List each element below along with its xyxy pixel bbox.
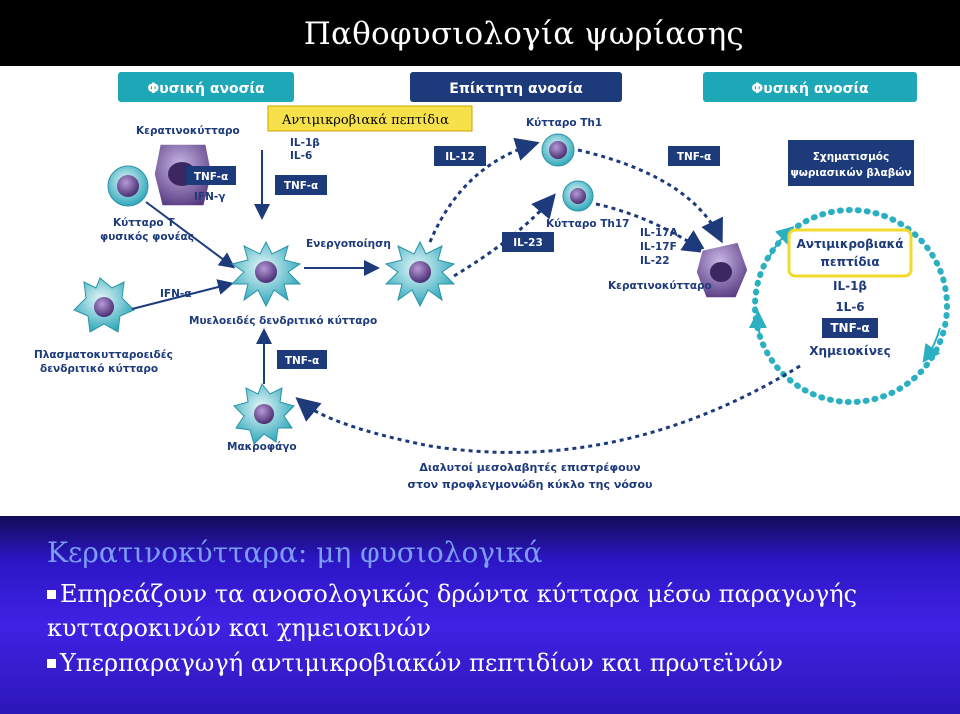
- banner-adaptive-text: Επίκτητη ανοσία: [449, 81, 583, 97]
- th1-cell: [541, 133, 575, 167]
- arrow-return-to-cycle: [295, 364, 801, 454]
- bullet-square-icon: [47, 659, 56, 668]
- tnf-box-nkt: [186, 166, 236, 185]
- plasmacytoid-dendritic-cell: [73, 277, 135, 333]
- label-footer-line1: Διαλυτοί μεσολαβητές επιστρέφουν: [419, 461, 640, 474]
- label-keratinocyte-right: Κερατινοκύτταρο: [608, 280, 712, 292]
- label-keratinocyte-top: Κερατινοκύτταρο: [136, 125, 240, 137]
- th17-cell: [562, 180, 594, 212]
- amp-highlight-box: [787, 228, 913, 278]
- banner-innate-left: Φυσική ανοσία: [118, 72, 294, 102]
- banner-innate-right: Φυσική ανοσία: [703, 72, 917, 102]
- label-tnf-th1: TNF-α: [677, 151, 711, 163]
- arrow-dc-to-th1: [428, 137, 540, 243]
- psoriasis-pathway-diagram: Φυσική ανοσία Επίκτητη ανοσία Φυσική ανο…: [0, 66, 960, 516]
- label-th1: Κύτταρο Th1: [526, 117, 602, 129]
- label-circle-il6: 1L-6: [835, 300, 864, 314]
- myeloid-dendritic-cell: [230, 240, 302, 308]
- bullet-1-text: Επηρεάζουν τα ανοσολογικώς δρώντα κύτταρ…: [60, 580, 858, 608]
- antimicrobial-peptides-callout: Αντιμικροβιακά πεπτίδια: [267, 105, 473, 132]
- lesion-formation-box: [788, 140, 914, 186]
- label-pdc-line1: Πλασματοκυτταροειδές: [34, 349, 173, 361]
- banner-innate-right-text: Φυσική ανοσία: [751, 81, 869, 97]
- text-panel: Κερατινοκύτταρα: μη φυσιολογικά Επηρεάζο…: [0, 516, 960, 714]
- slide-title: Παθοφυσιολογία ψωρίασης: [303, 16, 744, 52]
- tnf-box-left: [275, 175, 327, 195]
- label-circle-chemokines: Χημειοκίνες: [809, 344, 890, 358]
- label-ifn-gamma: IFN-γ: [194, 191, 225, 203]
- section-heading: Κερατινοκύτταρα: μη φυσιολογικά: [47, 536, 543, 569]
- label-tnf-box: TNF-α: [284, 180, 318, 192]
- label-il12: IL-12: [445, 151, 475, 163]
- tnf-box-th1: [668, 146, 720, 166]
- il12-box: [434, 146, 486, 166]
- label-circle-amp2: πεπτίδια: [820, 255, 879, 269]
- label-il23: IL-23: [513, 237, 543, 249]
- macrophage-cell: [233, 383, 295, 445]
- circle-tnf-box: [822, 318, 878, 338]
- arrow-nkt-to-mdc: [145, 201, 236, 269]
- nkt-cell: [107, 165, 149, 207]
- keratinocyte-right-cell: [695, 241, 749, 299]
- activated-dendritic-cell: [384, 240, 456, 308]
- label-il17f: IL-17F: [640, 241, 677, 253]
- bullet-2-text: Υπερπαραγωγή αντιμικροβιακών πεπτιδίων κ…: [60, 649, 783, 677]
- label-il22: IL-22: [640, 255, 670, 267]
- title-bar: Παθοφυσιολογία ψωρίασης: [0, 0, 960, 66]
- banner-adaptive: Επίκτητη ανοσία: [410, 72, 622, 102]
- bullet-1-line-2: κυτταροκινών και χημειοκινών: [47, 614, 431, 642]
- label-activation: Ενεργοποίηση: [306, 238, 391, 250]
- tnf-box-macrophage: [277, 350, 327, 369]
- label-circle-tnf: TNF-α: [830, 321, 869, 335]
- label-lesion-line1: Σχηματισμός: [813, 151, 890, 163]
- label-tnf-nkt: TNF-α: [194, 171, 228, 183]
- label-pdc-line2: δενδριτικό κύτταρο: [40, 363, 158, 375]
- label-mdc: Μυελοειδές δενδριτικό κύτταρο: [189, 315, 377, 327]
- label-il6: IL-6: [290, 150, 312, 162]
- bullet-1-line-1: Επηρεάζουν τα ανοσολογικώς δρώντα κύτταρ…: [47, 577, 857, 611]
- label-th17: Κύτταρο Th17: [546, 218, 629, 230]
- bullet-square-icon: [47, 590, 56, 599]
- label-il17a: IL-17A: [640, 227, 679, 239]
- cycle-arrow-upper: [769, 225, 795, 257]
- arrow-dc-to-th17: [453, 193, 556, 278]
- label-nkt-line1: Κύτταρο Τ: [113, 217, 175, 229]
- antimicrobial-peptides-callout-text: Αντιμικροβιακά πεπτίδια: [281, 113, 449, 128]
- label-il1b: IL-1β: [290, 137, 320, 149]
- arrow-th17-to-keratinocyte: [595, 202, 708, 254]
- banner-innate-left-text: Φυσική ανοσία: [147, 81, 265, 97]
- bullet-2: Υπερπαραγωγή αντιμικροβιακών πεπτιδίων κ…: [47, 646, 783, 680]
- cycle-arrow-right: [922, 327, 941, 363]
- cycle-arrow-left: [748, 310, 767, 337]
- label-macrophage: Μακροφάγο: [227, 441, 297, 453]
- label-nkt-line2: φυσικός φονέας: [100, 231, 194, 243]
- label-circle-il1b: IL-1β: [833, 279, 867, 293]
- label-circle-amp1: Αντιμικροβιακά: [797, 237, 904, 251]
- il23-box: [502, 232, 554, 252]
- label-ifn-alpha: IFN-α: [160, 288, 191, 300]
- label-footer-line2: στον προφλεγμονώδη κύκλο της νόσου: [408, 478, 653, 491]
- arrow-pdc-to-mdc: [131, 279, 234, 310]
- proinflammatory-cycle-ring: [752, 207, 950, 405]
- label-tnf-macrophage: TNF-α: [285, 355, 319, 367]
- label-lesion-line2: ψωριασικών βλαβών: [790, 167, 911, 179]
- arrow-th1-to-keratinocyte: [577, 148, 723, 244]
